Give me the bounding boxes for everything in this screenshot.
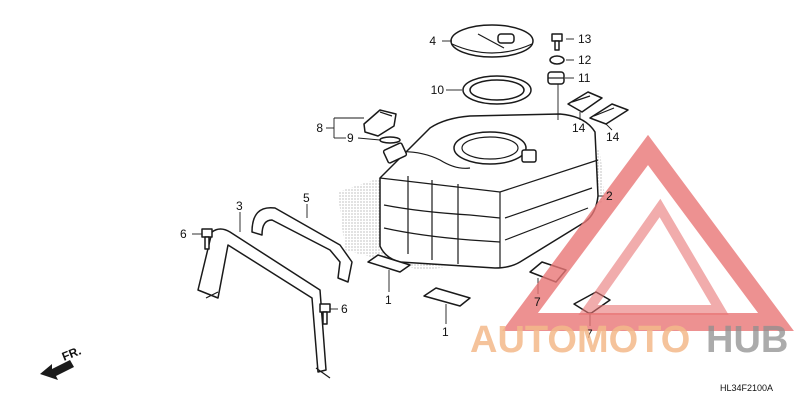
grommet bbox=[547, 71, 565, 85]
o-ring bbox=[379, 136, 401, 144]
callout-5: 5 bbox=[303, 191, 310, 205]
bolt-upper bbox=[201, 228, 213, 250]
leader-lines bbox=[192, 38, 613, 326]
callout-3: 3 bbox=[236, 199, 243, 213]
callout-1b: 1 bbox=[442, 325, 449, 339]
watermark-text-a: AUTOMOTO bbox=[470, 319, 690, 361]
callout-1a: 1 bbox=[385, 293, 392, 307]
cushion-b bbox=[589, 103, 629, 125]
rubber-pad-b bbox=[423, 287, 471, 307]
flange-bolt bbox=[551, 33, 563, 51]
front-marker-label: FR. bbox=[60, 344, 83, 364]
watermark-text-b: HUB bbox=[706, 319, 788, 361]
callout-4: 4 bbox=[429, 34, 436, 48]
tank-stay bbox=[197, 228, 331, 379]
fuel-cap bbox=[450, 24, 534, 58]
callout-11: 11 bbox=[578, 71, 591, 85]
callout-6a: 6 bbox=[180, 227, 187, 241]
callout-12: 12 bbox=[578, 53, 592, 67]
front-direction-arrow bbox=[40, 360, 74, 380]
callout-8: 8 bbox=[316, 121, 323, 135]
callout-10: 10 bbox=[431, 83, 445, 97]
watermark-logo bbox=[502, 134, 794, 331]
bolt-lower bbox=[319, 303, 331, 325]
tank-fitting bbox=[382, 142, 408, 164]
callout-7b: 7 bbox=[586, 327, 593, 341]
callout-13: 13 bbox=[578, 32, 592, 46]
callout-9: 9 bbox=[347, 131, 354, 145]
cushion-a bbox=[567, 91, 603, 113]
callout-6b: 6 bbox=[341, 302, 348, 316]
breather-cap bbox=[363, 109, 397, 137]
callout-14a: 14 bbox=[572, 121, 586, 135]
callout-14b: 14 bbox=[606, 130, 620, 144]
callout-2: 2 bbox=[606, 189, 613, 203]
tank-fuel-unit bbox=[521, 149, 537, 163]
tank-band bbox=[251, 206, 353, 283]
callout-7a: 7 bbox=[534, 295, 541, 309]
rubber-pad-a bbox=[367, 254, 411, 273]
diagram-code: HL34F2100A bbox=[720, 383, 773, 393]
fuel-tank bbox=[379, 113, 599, 269]
packing-ring bbox=[462, 75, 532, 105]
washer bbox=[549, 55, 565, 65]
